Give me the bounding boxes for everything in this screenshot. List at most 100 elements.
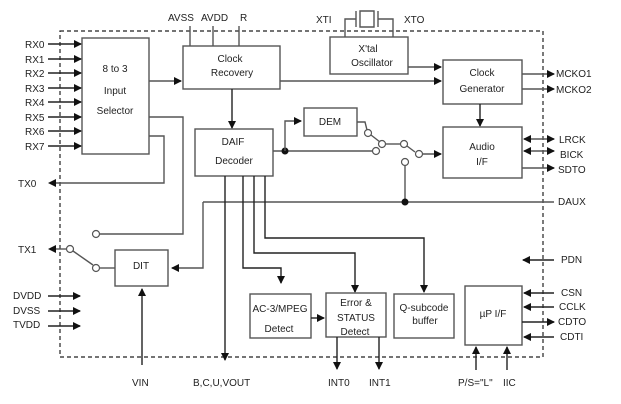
switch-contact-icon xyxy=(371,146,381,156)
svg-text:RX1: RX1 xyxy=(25,55,45,66)
rx-pin: RX5 xyxy=(25,113,82,124)
clock-recovery-label-1: Clock xyxy=(217,54,243,65)
switch-contact-icon xyxy=(363,128,373,138)
dvss-pin-label: DVSS xyxy=(13,306,41,317)
svg-text:RX2: RX2 xyxy=(25,69,45,80)
tx0-pin-label: TX0 xyxy=(18,179,37,190)
tvdd-pin-label: TVDD xyxy=(13,320,40,331)
switch-lever xyxy=(370,134,381,143)
xto-pin-label: XTO xyxy=(404,15,425,26)
rx-pin: RX6 xyxy=(25,127,82,138)
lrck-pin-label: LRCK xyxy=(559,135,586,146)
r-pin-label: R xyxy=(240,13,247,24)
switch-lever xyxy=(406,145,416,153)
switch-contact-icon xyxy=(400,157,410,167)
switch-contact-icon xyxy=(91,229,101,239)
switch-lever xyxy=(72,250,94,266)
daif-decoder-block: DAIF Decoder xyxy=(194,128,274,177)
switch-contact-icon xyxy=(65,244,75,254)
bick-pin-label: BICK xyxy=(560,150,584,161)
svg-text:RX5: RX5 xyxy=(25,113,45,124)
xtal-label-1: X'tal xyxy=(358,44,377,55)
svg-text:RX3: RX3 xyxy=(25,84,45,95)
clock-generator-label-2: Generator xyxy=(459,84,505,95)
up-if-block: µP I/F xyxy=(464,285,523,346)
dit-label: DIT xyxy=(133,261,149,272)
cclk-pin-label: CCLK xyxy=(559,302,586,313)
daif-to-qsub-wire xyxy=(264,176,428,293)
audio-if-block: Audio I/F xyxy=(442,126,523,179)
xtal-label-2: Oscillator xyxy=(351,58,393,69)
dem-out-wire xyxy=(357,121,368,131)
switch-contact-icon xyxy=(399,139,409,149)
cdti-pin-label: CDTI xyxy=(560,332,583,343)
qsub-label-1: Q-subcode xyxy=(400,303,449,314)
tx1-arrow-icon xyxy=(48,245,56,253)
svg-text:RX4: RX4 xyxy=(25,98,45,109)
error-label-2: STATUS xyxy=(337,313,375,324)
cdto-pin-label: CDTO xyxy=(558,317,586,328)
mcko1-pin-label: MCKO1 xyxy=(556,69,592,80)
xti-pin-label: XTI xyxy=(316,15,332,26)
bcu-vout-pin-label: B,C,U,VOUT xyxy=(193,378,250,389)
sdto-pin-label: SDTO xyxy=(558,165,586,176)
rx-pin: RX2 xyxy=(25,69,82,80)
daif-to-ac3-wire xyxy=(242,176,285,284)
daif-to-dem-wire xyxy=(284,117,302,151)
dem-label: DEM xyxy=(319,117,341,128)
rx-pin: RX3 xyxy=(25,84,82,95)
clock-recovery-block: Clock Recovery xyxy=(182,45,281,90)
dem-block: DEM xyxy=(303,107,358,137)
rx-pin: RX4 xyxy=(25,98,82,109)
dvdd-pin-label: DVDD xyxy=(13,291,41,302)
daif-to-error-wire xyxy=(253,176,359,293)
tx0-wire xyxy=(50,135,165,184)
avdd-pin-label: AVDD xyxy=(201,13,228,24)
input-selector-label-1: 8 to 3 xyxy=(102,64,127,75)
ac3-label-1: AC-3/MPEG xyxy=(252,304,307,315)
ac3-mpeg-detect-block: AC-3/MPEG Detect xyxy=(249,293,312,339)
daux-pin-label: DAUX xyxy=(558,197,586,208)
audio-if-label-2: I/F xyxy=(476,157,488,168)
switch-contact-icon xyxy=(414,149,424,159)
ps-pin-label: P/S="L" xyxy=(458,378,493,389)
clock-generator-block: Clock Generator xyxy=(442,59,523,105)
top-pins: AVSS AVDD R xyxy=(168,13,247,46)
input-selector-label-2: Input xyxy=(104,86,126,97)
rx-pins: RX0 RX1 RX2 RX3 RX4 RX5 RX6 RX7 xyxy=(25,40,82,153)
clock-recovery-label-2: Recovery xyxy=(211,68,253,79)
daif-label-1: DAIF xyxy=(222,137,245,148)
error-label-3: Detect xyxy=(341,327,370,338)
rx-pin: RX7 xyxy=(25,142,82,153)
up-if-label: µP I/F xyxy=(480,309,507,320)
input-selector-label-3: Selector xyxy=(97,106,134,117)
pdn-pin-label: PDN xyxy=(561,255,582,266)
int1-pin-label: INT1 xyxy=(369,378,391,389)
daux-to-dit-wire xyxy=(171,202,204,272)
iic-pin-label: IIC xyxy=(503,378,516,389)
qsub-label-2: buffer xyxy=(412,316,438,327)
rx-pin: RX0 xyxy=(25,40,82,51)
power-pins: DVDD DVSS TVDD xyxy=(13,291,81,331)
clock-generator-label-1: Clock xyxy=(469,68,495,79)
crystal-icon: XTI XTO xyxy=(316,10,425,37)
avss-pin-label: AVSS xyxy=(168,13,194,24)
selector-to-tx1-switch-wire xyxy=(100,116,184,235)
tx1-pin-label: TX1 xyxy=(18,245,37,256)
int0-pin-label: INT0 xyxy=(328,378,350,389)
input-selector-block: 8 to 3 Input Selector xyxy=(81,37,150,155)
svg-text:RX6: RX6 xyxy=(25,127,45,138)
junction-dot-icon xyxy=(401,198,409,206)
csn-pin-label: CSN xyxy=(561,288,582,299)
ac3-label-2: Detect xyxy=(265,324,294,335)
vin-pin-label: VIN xyxy=(132,378,149,389)
daif-label-2: Decoder xyxy=(215,156,253,167)
audio-if-label-1: Audio xyxy=(469,142,495,153)
tx0-arrow-icon xyxy=(48,179,56,187)
error-label-1: Error & xyxy=(340,298,372,309)
xtal-oscillator-block: X'tal Oscillator xyxy=(329,36,409,75)
switch-contact-icon xyxy=(377,139,387,149)
svg-text:RX7: RX7 xyxy=(25,142,45,153)
svg-text:RX0: RX0 xyxy=(25,40,45,51)
